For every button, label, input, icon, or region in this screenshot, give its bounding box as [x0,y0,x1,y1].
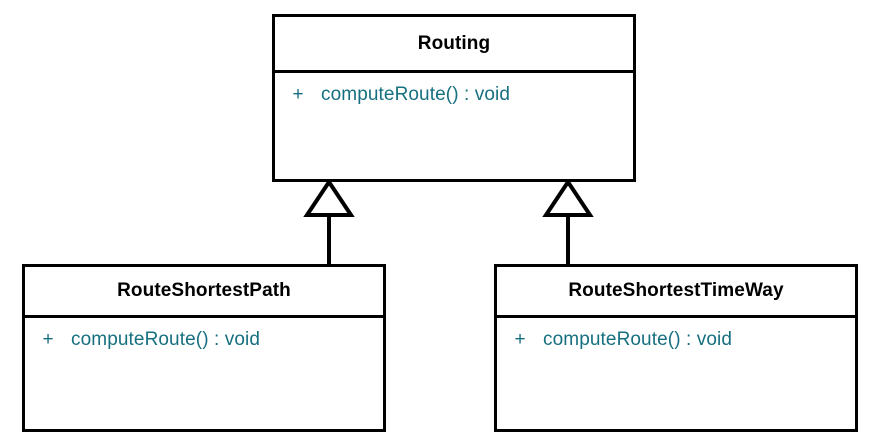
member-row[interactable]: + computeRoute() : void [25,329,383,357]
class-name-label-route-shortest-time-way: RouteShortestTimeWay [568,280,784,301]
member-row[interactable]: + computeRoute() : void [497,329,855,357]
member-signature-label: computeRoute() : void [543,329,733,350]
generalization-route-shortest-path-to-routing [303,178,355,265]
members-compartment-route-shortest-path: + computeRoute() : void [25,318,383,429]
class-name-compartment-routing: Routing [275,17,633,73]
uml-class-routing[interactable]: Routing + computeRoute() : void [272,14,636,182]
hollow-triangle-arrowhead-right [542,178,594,217]
uml-class-route-shortest-time-way[interactable]: RouteShortestTimeWay + computeRoute() : … [494,264,858,432]
member-visibility-icon: + [514,329,526,350]
hollow-triangle-arrowhead-left [303,178,355,217]
member-row[interactable]: + computeRoute() : void [275,84,633,112]
class-name-label-routing: Routing [417,32,491,54]
member-signature-label: computeRoute() : void [321,84,511,105]
class-name-compartment-route-shortest-time-way: RouteShortestTimeWay [497,267,855,318]
class-name-label-route-shortest-path: RouteShortestPath [117,280,291,301]
member-signature-label: computeRoute() : void [71,329,261,350]
uml-class-route-shortest-path[interactable]: RouteShortestPath + computeRoute() : voi… [22,264,386,432]
generalization-route-shortest-time-way-to-routing [542,178,594,265]
members-compartment-routing: + computeRoute() : void [275,73,633,179]
members-compartment-route-shortest-time-way: + computeRoute() : void [497,318,855,429]
class-name-compartment-route-shortest-path: RouteShortestPath [25,267,383,318]
member-visibility-icon: + [292,84,304,105]
member-visibility-icon: + [42,329,54,350]
